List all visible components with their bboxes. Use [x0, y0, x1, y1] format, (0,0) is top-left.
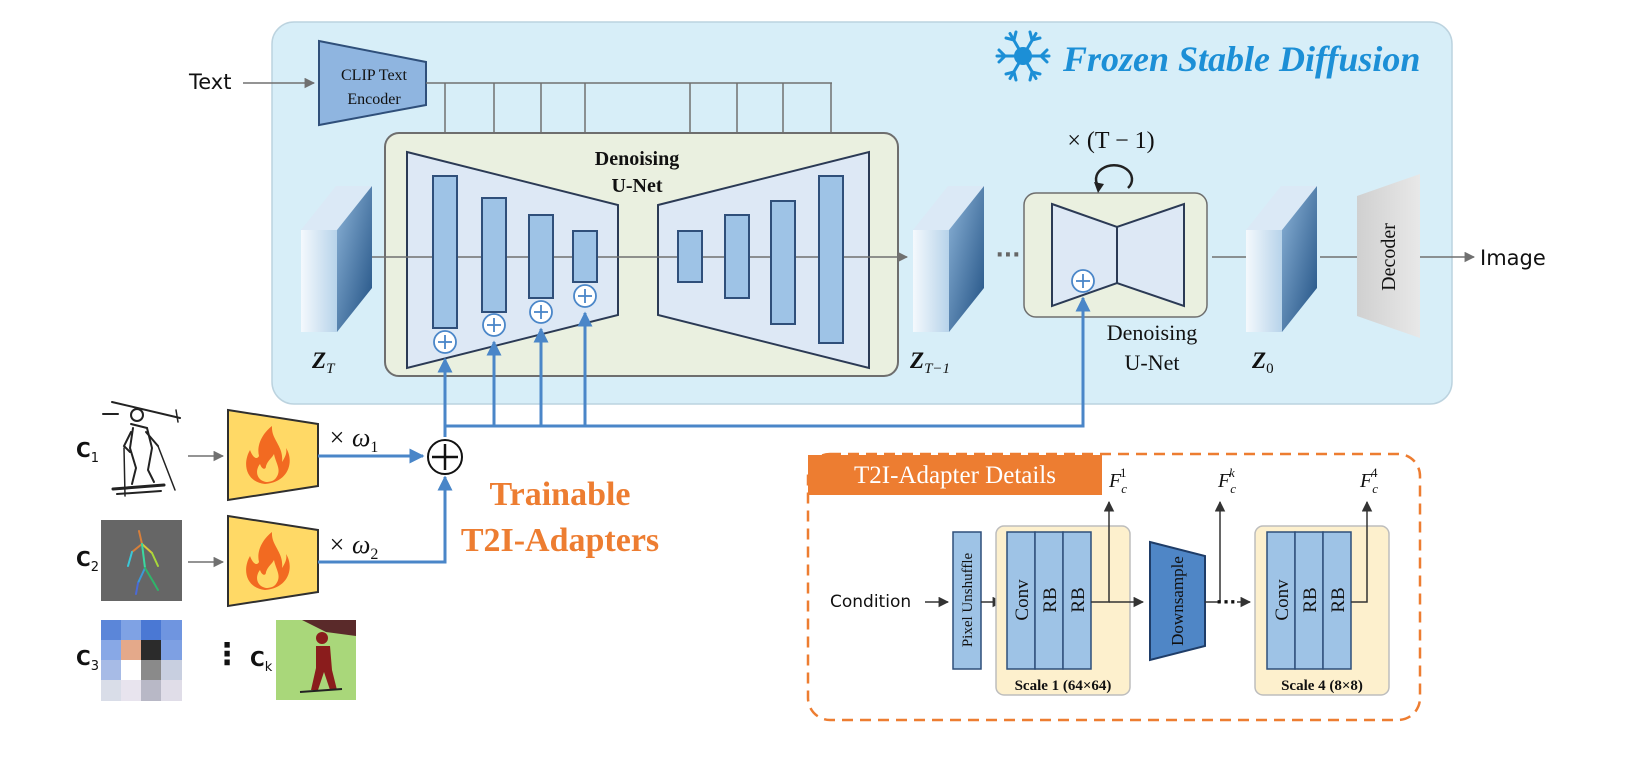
latent-z-t-minus-1 [913, 186, 984, 332]
small-unet-label-line2: U-Net [1125, 350, 1180, 375]
condition-label: Condition [830, 592, 911, 612]
weight-omega-1: × ω1 [328, 423, 378, 456]
fire-icon [246, 426, 290, 484]
unet-block-dec-2 [724, 214, 750, 299]
decoder-label: Decoder [1378, 223, 1400, 291]
conv-label-scale-4: Conv [1272, 579, 1293, 621]
rb-label-scale-1-b: RB [1068, 587, 1089, 612]
z-t-minus-1-label: ZT−1 [909, 348, 950, 377]
adapter-feature-arrows [318, 296, 1091, 564]
unet-block-enc-1 [432, 175, 458, 329]
condition-image-sketch [102, 401, 181, 497]
details-title: T2I-Adapter Details [854, 462, 1056, 489]
text-input-label: Text [188, 70, 231, 94]
unet-block-enc-2 [481, 197, 507, 313]
feature-f-1: Fc1 [1108, 465, 1127, 496]
details-panel [806, 452, 1422, 722]
clip-text-encoder [318, 39, 427, 127]
condition-image-color-palette [101, 620, 182, 701]
clip-encoder-line1: CLIP Text [341, 67, 408, 84]
plus-circle-icon [1071, 269, 1095, 293]
vertical-ellipsis: ⋮ [212, 637, 242, 672]
z-t-label: ZT [311, 348, 336, 377]
unet-block-enc-3 [528, 214, 554, 299]
decoder-block [1357, 174, 1420, 338]
unet-label-line2: U-Net [611, 175, 662, 197]
scale-1-label: Scale 1 (64×64) [1015, 678, 1112, 694]
unet-label-line1: Denoising [595, 148, 679, 170]
plus-circle-icon [573, 284, 597, 308]
ck-label: Ck [250, 647, 273, 675]
feature-add-icons [433, 284, 597, 354]
unet-block-dec-1 [677, 230, 703, 283]
small-unet-label-line1: Denoising [1107, 320, 1197, 345]
rb-block-scale-4-b [1322, 531, 1352, 670]
unet-decoder-trapezoid [657, 150, 870, 370]
conv-label-scale-1: Conv [1012, 579, 1033, 621]
c2-label: C2 [76, 547, 99, 575]
unet-block-dec-4 [818, 175, 844, 344]
latent-z-0 [1246, 186, 1317, 332]
details-ellipsis: ··· [1216, 592, 1237, 613]
c1-label: C1 [76, 438, 99, 466]
rb-block-scale-1-b [1062, 531, 1092, 670]
trainable-label-line2: T2I-Adapters [461, 522, 659, 559]
rb-label-scale-4-a: RB [1300, 587, 1321, 612]
snowflake-icon [995, 30, 1051, 82]
rb-label-scale-1-a: RB [1040, 587, 1061, 612]
plus-circle-icon [433, 330, 457, 354]
pixel-unshuffle-block [952, 531, 982, 670]
feature-f-k: Fck [1217, 465, 1236, 496]
c3-label: C3 [76, 646, 99, 674]
condition-image-pose [101, 520, 182, 601]
details-title-badge [808, 455, 1102, 495]
conv-block-scale-4 [1266, 531, 1296, 670]
downsample-block [1149, 540, 1206, 662]
weight-omega-2: × ω2 [328, 530, 378, 563]
unet-block-dec-3 [770, 200, 796, 325]
unet-encoder-trapezoid [406, 150, 619, 370]
pixel-unshuffle-label: Pixel Unshuffle [960, 553, 976, 648]
unet-blocks [432, 175, 844, 344]
repeat-label: × (T − 1) [1067, 128, 1154, 154]
latent-z-t [301, 186, 372, 332]
rb-label-scale-4-b: RB [1328, 587, 1349, 612]
plus-circle-icon [529, 300, 553, 324]
feature-f-4: Fc4 [1359, 465, 1378, 496]
ellipsis-between-steps: ··· [995, 243, 1020, 268]
trainable-label-line1: Trainable [489, 476, 630, 513]
plus-circle-icon [482, 313, 506, 337]
unet-block-enc-4 [572, 230, 598, 283]
loop-arrow-icon [1094, 164, 1134, 193]
scale-4-label: Scale 4 (8×8) [1281, 678, 1363, 694]
frozen-title: Frozen Stable Diffusion [1062, 39, 1420, 79]
downsample-label: Downsample [1168, 556, 1187, 646]
condition-image-segmentation [276, 620, 356, 700]
clip-encoder-line2: Encoder [347, 91, 401, 108]
fire-icon [246, 532, 290, 590]
rb-block-scale-1-a [1034, 531, 1064, 670]
image-output-label: Image [1480, 246, 1546, 270]
sum-icon [427, 439, 463, 475]
z-0-label: Z0 [1251, 348, 1274, 377]
